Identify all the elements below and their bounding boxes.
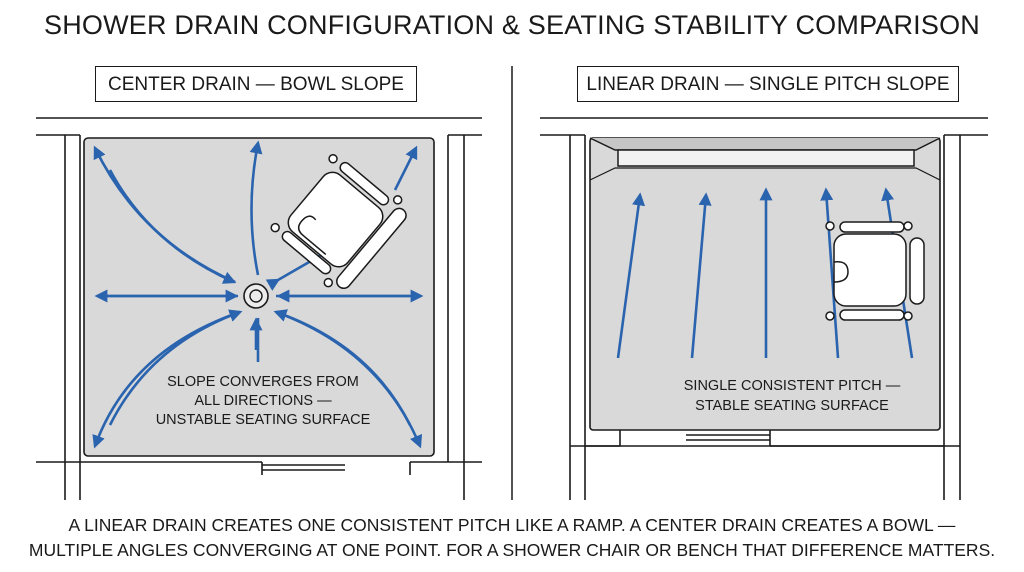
center-drain-plan: SLOPE CONVERGES FROM ALL DIRECTIONS — UN… xyxy=(36,117,482,500)
linear-drain xyxy=(617,149,915,167)
linear-drain-label: LINEAR DRAIN — SINGLE PITCH SLOPE xyxy=(577,66,959,102)
explanatory-caption: A LINEAR DRAIN CREATES ONE CONSISTENT PI… xyxy=(0,513,1024,563)
diagram-title: SHOWER DRAIN CONFIGURATION & SEATING STA… xyxy=(44,10,980,40)
shower-chair-right xyxy=(825,221,925,321)
shower-chair-left xyxy=(270,153,407,290)
center-drain-label: CENTER DRAIN — BOWL SLOPE xyxy=(95,66,417,102)
center-note-line-3: UNSTABLE SEATING SURFACE xyxy=(156,412,371,428)
linear-note-line-1: SINGLE CONSISTENT PITCH — xyxy=(684,378,901,394)
caption-line-1: A LINEAR DRAIN CREATES ONE CONSISTENT PI… xyxy=(68,515,956,535)
caption-line-2: MULTIPLE ANGLES CONVERGING AT ONE POINT.… xyxy=(28,540,996,560)
linear-drain-plan: SINGLE CONSISTENT PITCH — STABLE SEATING… xyxy=(540,117,988,500)
center-drain xyxy=(243,283,269,309)
left-walls xyxy=(36,117,482,500)
center-note-line-2: ALL DIRECTIONS — xyxy=(194,393,332,409)
linear-note-line-2: STABLE SEATING SURFACE xyxy=(695,398,889,414)
center-note-line-1: SLOPE CONVERGES FROM xyxy=(167,374,359,390)
right-walls xyxy=(540,117,988,500)
